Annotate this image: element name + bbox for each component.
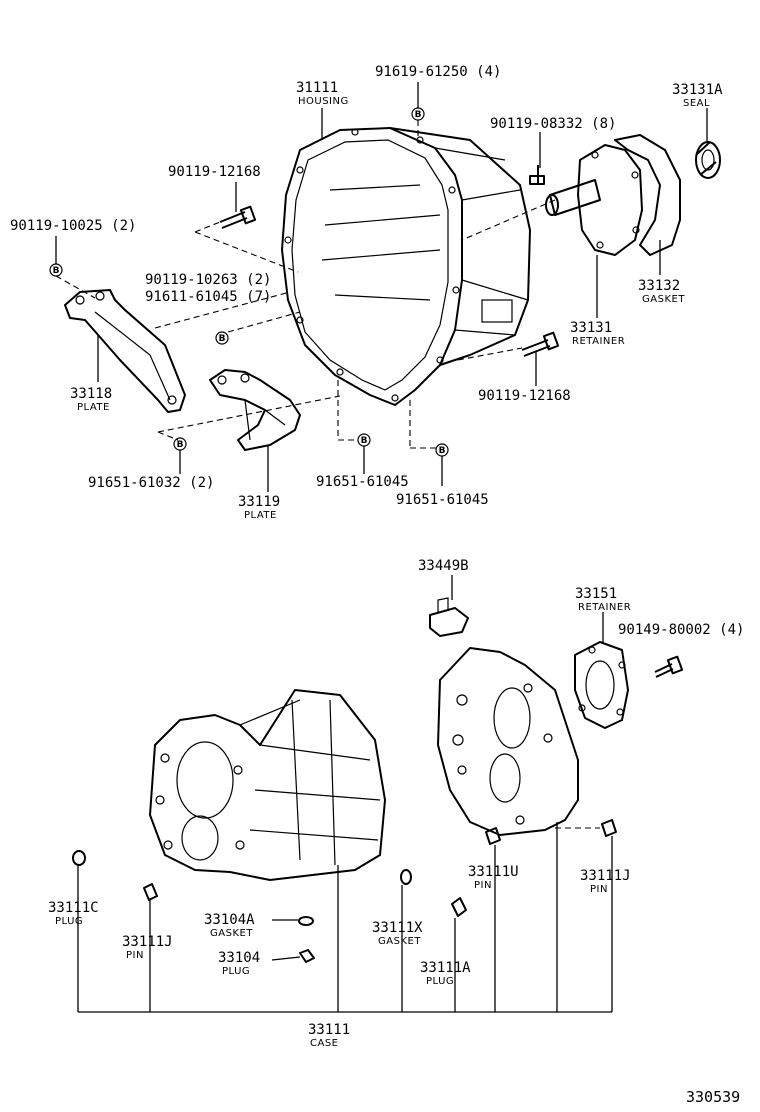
svg-text:33111J: 33111J (122, 934, 173, 950)
drawing-reference-number: 330539 (686, 1088, 740, 1106)
label-33111j-right: 33111J PIN (580, 868, 631, 895)
svg-text:33104: 33104 (218, 950, 260, 966)
svg-text:PIN: PIN (474, 880, 492, 891)
label-91619-61250: 91619-61250 (4) (375, 64, 501, 80)
gasket-33132-drawing[interactable] (614, 134, 681, 256)
pin-33111j-right[interactable] (601, 819, 617, 837)
svg-text:PLUG: PLUG (222, 966, 250, 977)
label-90119-10263: 90119-10263 (2) (145, 272, 271, 288)
svg-text:GASKET: GASKET (210, 928, 253, 939)
bolt-marker-91651-61045-a: B (357, 433, 371, 447)
svg-text:33118: 33118 (70, 386, 112, 402)
label-90119-08332: 90119-08332 (8) (490, 116, 616, 132)
seal-33131a-drawing[interactable] (695, 141, 721, 179)
label-33111: 33111 CASE (308, 1022, 350, 1049)
leader-lines-bottom (77, 575, 613, 1013)
svg-text:B: B (415, 110, 422, 120)
bolt-marker-91651-61045-b: B (435, 443, 449, 457)
svg-text:33119: 33119 (238, 494, 280, 510)
label-33449b: 33449B (418, 558, 469, 574)
label-91611-61045: 91611-61045 (7) (145, 289, 271, 305)
svg-text:33132: 33132 (638, 278, 680, 294)
label-90119-10025: 90119-10025 (2) (10, 218, 136, 234)
bolt-marker-91651-61032: B (173, 437, 187, 451)
bolt-marker-91611: B (215, 331, 229, 345)
label-33104: 33104 PLUG (218, 950, 260, 977)
svg-text:33131A: 33131A (672, 82, 723, 98)
svg-text:33104A: 33104A (204, 912, 255, 928)
svg-text:PLUG: PLUG (55, 916, 83, 927)
svg-text:PIN: PIN (590, 884, 608, 895)
label-33131a: 33131A SEAL (672, 82, 723, 109)
svg-text:B: B (439, 446, 446, 456)
svg-text:B: B (219, 334, 226, 344)
bolt-90119-08332[interactable] (529, 165, 545, 185)
svg-text:PIN: PIN (126, 950, 144, 961)
gasket-33104a[interactable] (298, 916, 314, 926)
svg-text:B: B (177, 440, 184, 450)
svg-text:PLATE: PLATE (77, 402, 110, 413)
pin-33111u[interactable] (485, 827, 501, 845)
bolt-90119-12168-bottom[interactable] (521, 331, 560, 357)
label-33118: 33118 PLATE (70, 386, 112, 413)
svg-text:RETAINER: RETAINER (572, 336, 625, 347)
label-33119: 33119 PLATE (238, 494, 280, 521)
housing-31111-drawing[interactable] (281, 127, 531, 406)
label-91651-61045-a: 91651-61045 (316, 474, 409, 490)
svg-text:33111: 33111 (308, 1022, 350, 1038)
plate-33118-drawing[interactable] (64, 289, 186, 413)
svg-text:RETAINER: RETAINER (578, 602, 631, 613)
label-33151: 33151 RETAINER (575, 586, 631, 613)
svg-text:GASKET: GASKET (642, 294, 685, 305)
bolt-marker-90119-10025: B (49, 263, 63, 277)
svg-text:33111X: 33111X (372, 920, 423, 936)
leader-lines-top (55, 82, 708, 492)
label-33111u: 33111U PIN (468, 864, 519, 891)
retainer-33131-drawing[interactable] (545, 144, 643, 256)
bolt-90119-12168-top[interactable] (219, 205, 257, 229)
svg-text:33151: 33151 (575, 586, 617, 602)
label-33111c: 33111C PLUG (48, 900, 99, 927)
label-31111: 31111 HOUSING (296, 80, 349, 107)
plate-33119-drawing[interactable] (209, 369, 301, 451)
svg-text:33111J: 33111J (580, 868, 631, 884)
svg-text:B: B (53, 266, 60, 276)
label-33131: 33131 RETAINER (570, 320, 625, 347)
bolt-marker-91619: B (411, 107, 425, 121)
label-33132: 33132 GASKET (638, 278, 685, 305)
retainer-33151-drawing[interactable] (574, 641, 629, 729)
label-90119-12168-top: 90119-12168 (168, 164, 261, 180)
bolt-90149-80002[interactable] (654, 655, 684, 678)
svg-text:SEAL: SEAL (683, 98, 710, 109)
gasket-33111x[interactable] (400, 869, 412, 885)
svg-text:GASKET: GASKET (378, 936, 421, 947)
svg-text:33111A: 33111A (420, 960, 471, 976)
svg-text:HOUSING: HOUSING (298, 96, 349, 107)
svg-text:CASE: CASE (310, 1038, 339, 1049)
label-33111a: 33111A PLUG (420, 960, 471, 987)
case-33111-drawing[interactable] (149, 689, 386, 881)
plug-33111c[interactable] (72, 850, 86, 866)
plug-33104[interactable] (299, 949, 315, 963)
svg-text:PLATE: PLATE (244, 510, 277, 521)
svg-text:PLUG: PLUG (426, 976, 454, 987)
svg-text:33111C: 33111C (48, 900, 99, 916)
svg-text:B: B (361, 436, 368, 446)
label-91651-61045-b: 91651-61045 (396, 492, 489, 508)
extension-plate-drawing[interactable] (437, 647, 579, 836)
svg-text:31111: 31111 (296, 80, 338, 96)
label-33111x: 33111X GASKET (372, 920, 423, 947)
plug-33111a[interactable] (451, 897, 467, 917)
label-91651-61032: 91651-61032 (2) (88, 475, 214, 491)
part-33449b-drawing[interactable] (429, 597, 469, 637)
pin-33111j-left[interactable] (143, 883, 158, 901)
svg-text:33111U: 33111U (468, 864, 519, 880)
svg-text:33131: 33131 (570, 320, 612, 336)
label-90119-12168-bottom: 90119-12168 (478, 388, 571, 404)
label-90149-80002: 90149-80002 (4) (618, 622, 744, 638)
label-33111j-left: 33111J PIN (122, 934, 173, 961)
label-33104a: 33104A GASKET (204, 912, 255, 939)
